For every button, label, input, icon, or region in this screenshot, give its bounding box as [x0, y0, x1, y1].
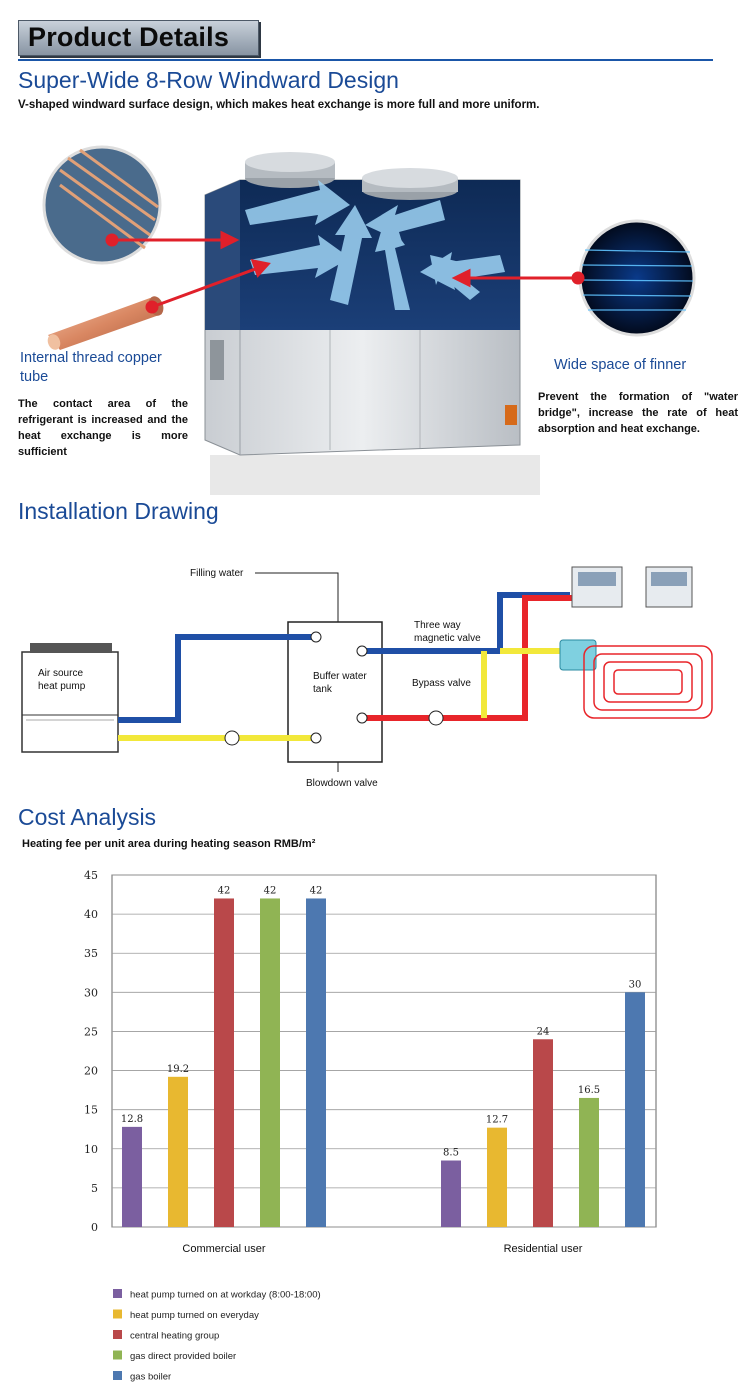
y-tick-label: 35 [84, 947, 98, 960]
bar-data-label: 19.2 [167, 1064, 189, 1075]
windward-illustration [42, 145, 696, 495]
bar [487, 1127, 507, 1227]
bar [579, 1097, 599, 1227]
label-copper-tube: Internal thread copper tube [20, 350, 162, 385]
bar-data-label: 42 [310, 885, 323, 896]
label-heatpump-1: Air source [38, 668, 83, 679]
y-tick-label: 20 [84, 1065, 98, 1078]
text-copper-tube: The contact area of the refrigerant is i… [18, 398, 188, 458]
legend-label: gas direct provided boiler [130, 1351, 236, 1362]
banner-title: Product Details [28, 22, 230, 52]
bar [625, 992, 645, 1227]
label-threeway-1: Three way [414, 620, 461, 631]
copper-fin-inset [42, 145, 162, 265]
label-filling: Filling water [190, 568, 244, 579]
section-title-installation: Installation Drawing [18, 498, 219, 524]
pump-2 [428, 710, 444, 726]
legend-swatch [113, 1350, 122, 1360]
bar [533, 1039, 553, 1227]
y-tick-label: 25 [84, 1025, 98, 1038]
bar-data-label: 8.5 [443, 1148, 459, 1159]
text-finner: Prevent the formation of "water bridge",… [538, 391, 738, 435]
label-finner: Wide space of finner [554, 357, 687, 373]
section-title-cost: Cost Analysis [18, 804, 157, 830]
installation-diagram: Air source heat pump Buffer water tank F… [21, 566, 713, 789]
bar-data-label: 42 [264, 885, 277, 896]
legend-label: heat pump turned on at workday (8:00-18:… [130, 1290, 321, 1301]
legend-swatch [113, 1289, 122, 1298]
bar-data-label: 24 [537, 1026, 550, 1037]
y-tick-label: 45 [84, 869, 98, 882]
y-tick-label: 10 [84, 1143, 98, 1156]
y-tick-label: 5 [91, 1182, 98, 1195]
label-threeway-2: magnetic valve [414, 633, 481, 644]
category-label: Commercial user [182, 1243, 265, 1255]
bar-data-label: 16.5 [578, 1085, 600, 1096]
page-banner: Product Details [18, 20, 259, 56]
label-buffer-1: Buffer water [313, 671, 367, 682]
legend-swatch [113, 1309, 122, 1319]
bar [441, 1160, 461, 1227]
label-heatpump-2: heat pump [38, 681, 86, 692]
header-rule [18, 59, 713, 61]
y-tick-label: 15 [84, 1104, 98, 1117]
filling-pipe [255, 572, 339, 622]
legend-label: heat pump turned on everyday [130, 1310, 259, 1321]
category-label: Residential user [504, 1243, 583, 1255]
chart-caption: Heating fee per unit area during heating… [22, 838, 316, 850]
y-tick-label: 40 [84, 908, 98, 921]
section-subtitle-windward: V-shaped windward surface design, which … [18, 99, 540, 111]
legend-label: gas boiler [130, 1372, 171, 1383]
label-bypass: Bypass valve [412, 678, 471, 689]
legend-label: central heating group [130, 1331, 219, 1342]
legend-swatch [113, 1371, 122, 1380]
finner-inset [578, 219, 696, 337]
bar [122, 1126, 142, 1227]
label-blowdown: Blowdown valve [306, 778, 378, 789]
pump-1 [224, 730, 240, 746]
manifold [559, 639, 597, 671]
callout-arrows [105, 230, 585, 314]
unit-shadow [210, 455, 540, 495]
bar-data-label: 12.7 [486, 1115, 508, 1126]
air-source-heat-pump [21, 643, 119, 753]
y-tick-label: 30 [84, 986, 98, 999]
plot-frame [111, 874, 657, 1228]
bar [214, 898, 234, 1227]
floor-heating-loop [583, 645, 713, 719]
bar [306, 898, 326, 1227]
fan-coil-units [571, 566, 693, 608]
supply-pipe-blue [118, 634, 316, 723]
bar [168, 1076, 188, 1227]
bar-data-label: 30 [629, 979, 642, 990]
legend-swatch [113, 1330, 122, 1339]
y-tick-label: 0 [91, 1221, 98, 1234]
bar-data-label: 12.8 [121, 1114, 143, 1125]
bar [260, 898, 280, 1227]
section-title-windward: Super-Wide 8-Row Windward Design [18, 67, 399, 93]
bar-data-label: 42 [218, 885, 231, 896]
label-buffer-2: tank [313, 684, 333, 695]
